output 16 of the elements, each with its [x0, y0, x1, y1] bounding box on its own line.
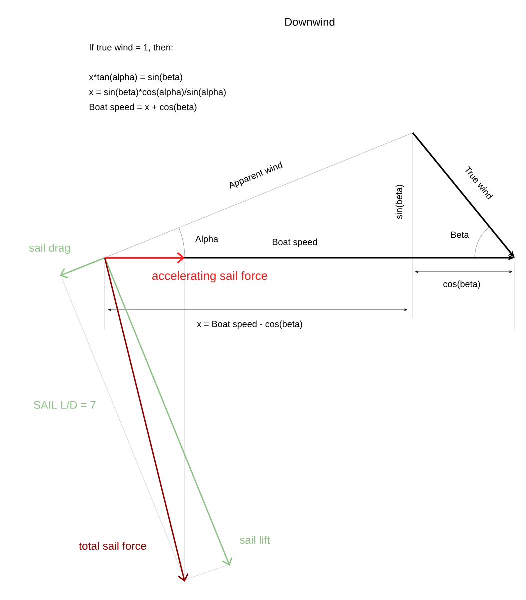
label: sin(beta): [396, 185, 404, 220]
formula-text: Boat speed = x + cos(beta): [90, 104, 197, 112]
label: Alpha: [196, 236, 218, 244]
title: Downwind: [286, 18, 335, 26]
label: sail drag: [30, 244, 70, 254]
label: total sail force: [79, 542, 146, 550]
formula-text: x = sin(beta)*cos(alpha)/sin(alpha): [89, 88, 226, 98]
label: sail lift: [240, 536, 270, 544]
label: Boat speed: [272, 238, 318, 248]
label: Beta: [451, 232, 470, 238]
formula-text: If true wind = 1, then:: [90, 44, 173, 52]
label: x = Boat speed - cos(beta): [197, 320, 302, 330]
formula-text: x*tan(alpha) = sin(beta): [89, 74, 182, 82]
label: SAIL L/D = 7: [34, 400, 96, 410]
label: cos(beta): [444, 280, 480, 290]
label: accelerating sail force: [152, 271, 268, 283]
